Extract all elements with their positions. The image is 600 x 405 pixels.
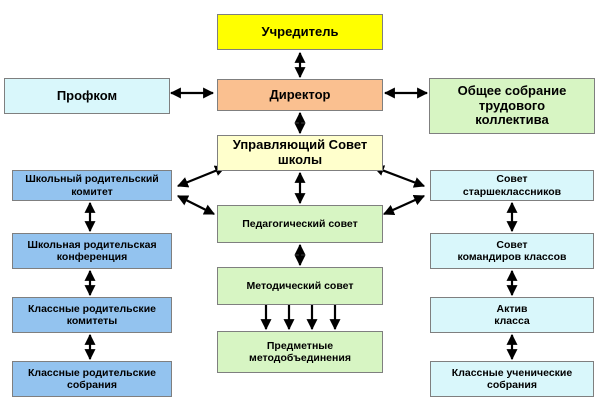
subject-associations-box: Предметные методобъединения <box>217 331 383 373</box>
arrow-parent-committee-pedagogical <box>177 195 215 215</box>
school-parent-committee-box: Школьный родительский комитет <box>12 170 172 201</box>
methodical-council-box: Методический совет <box>217 267 383 305</box>
class-activists-box: Актив класса <box>430 297 594 333</box>
founder-box: Учредитель <box>217 14 383 50</box>
class-parent-committees-box: Классные родительские комитеты <box>12 297 172 333</box>
senior-council-box: Совет старшеклассников <box>430 170 594 201</box>
pedagogical-council-box: Педагогический совет <box>217 205 383 243</box>
class-commanders-council-box: Совет командиров классов <box>430 233 594 269</box>
class-parent-meetings-box: Классные родительские собрания <box>12 361 172 397</box>
arrow-senior-council-pedagogical <box>382 194 426 216</box>
governing-council-box: Управляющий Совет школы <box>217 135 383 171</box>
profkom-box: Профком <box>4 78 170 114</box>
general-meeting-box: Общее собрание трудового коллектива <box>429 78 595 134</box>
school-parent-conference-box: Школьная родительская конференция <box>12 233 172 269</box>
director-box: Директор <box>217 79 383 111</box>
class-student-meetings-box: Классные ученические собрания <box>430 361 594 397</box>
